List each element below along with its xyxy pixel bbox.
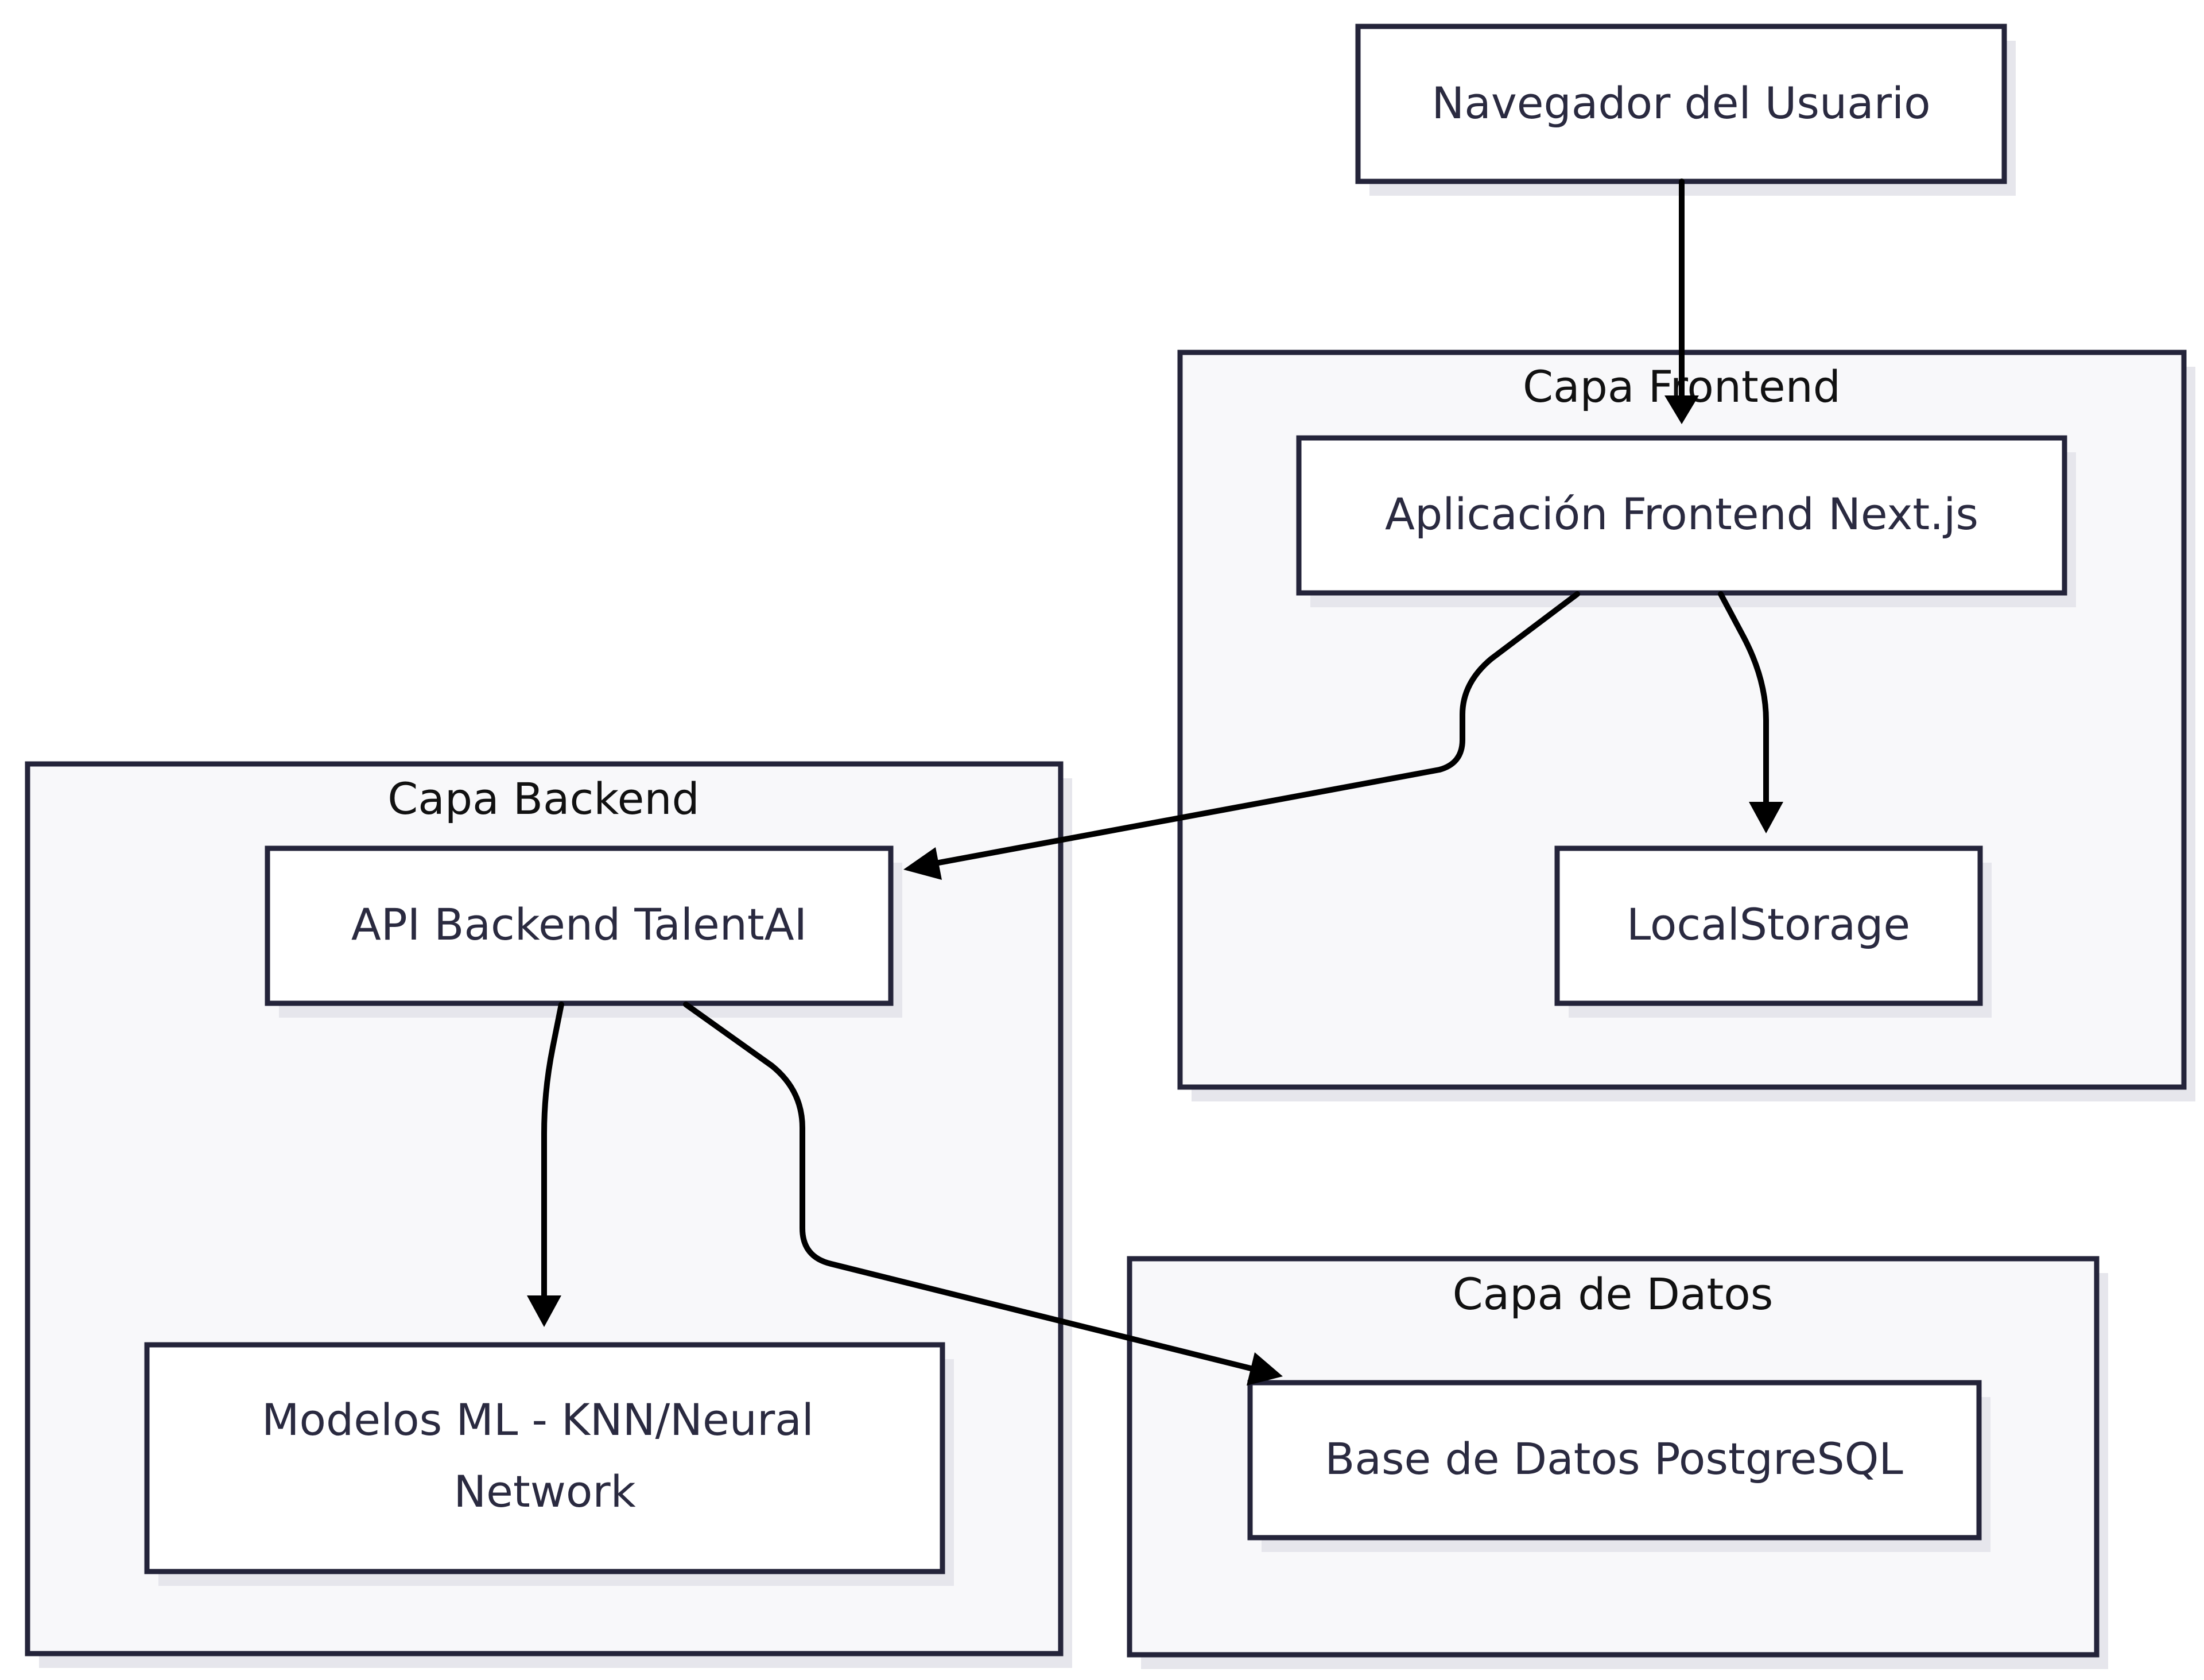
node-browser-label: Navegador del Usuario — [1431, 77, 1930, 129]
arrowhead — [903, 847, 942, 880]
arrowhead — [527, 1295, 561, 1327]
arrowhead — [1664, 395, 1699, 424]
node-api-box — [265, 845, 894, 1006]
node-browser-box — [1355, 24, 2007, 184]
node-api-label: API Backend TalentAI — [351, 899, 807, 950]
cluster-data-title: Capa de Datos — [1453, 1268, 1774, 1320]
node-ml: Modelos ML - KNN/Neural Network — [144, 1342, 954, 1586]
node-ml-label-line2: Network — [453, 1466, 635, 1517]
node-localstorage-label: LocalStorage — [1627, 899, 1910, 950]
node-localstorage: LocalStorage — [1554, 845, 1992, 1018]
node-nextjs: Aplicación Frontend Next.js — [1296, 435, 2076, 607]
node-ml-box — [144, 1342, 945, 1574]
edge-api-to-postgres — [683, 1002, 1283, 1386]
node-postgres-box — [1247, 1380, 1982, 1541]
arrowhead — [1247, 1352, 1283, 1386]
node-postgres: Base de Datos PostgreSQL — [1247, 1380, 1990, 1552]
node-api: API Backend TalentAI — [265, 845, 902, 1018]
node-nextjs-label: Aplicación Frontend Next.js — [1385, 488, 1978, 540]
arrowhead — [1749, 802, 1783, 833]
edge-nextjs-to-api — [903, 591, 1580, 880]
node-nextjs-box — [1296, 435, 2067, 596]
node-ml-label: Modelos ML - KNN/Neural Network — [262, 1394, 828, 1517]
node-localstorage-box — [1554, 845, 1983, 1006]
node-browser: Navegador del Usuario — [1355, 24, 2016, 196]
cluster-backend-title: Capa Backend — [387, 773, 700, 824]
edge-api-to-ml — [527, 1002, 564, 1327]
edge-browser-to-nextjs — [1664, 179, 1699, 424]
node-postgres-label: Base de Datos PostgreSQL — [1325, 1433, 1903, 1484]
node-ml-label-line1: Modelos ML - KNN/Neural — [262, 1394, 814, 1445]
edge-nextjs-to-localstorage — [1718, 591, 1783, 833]
